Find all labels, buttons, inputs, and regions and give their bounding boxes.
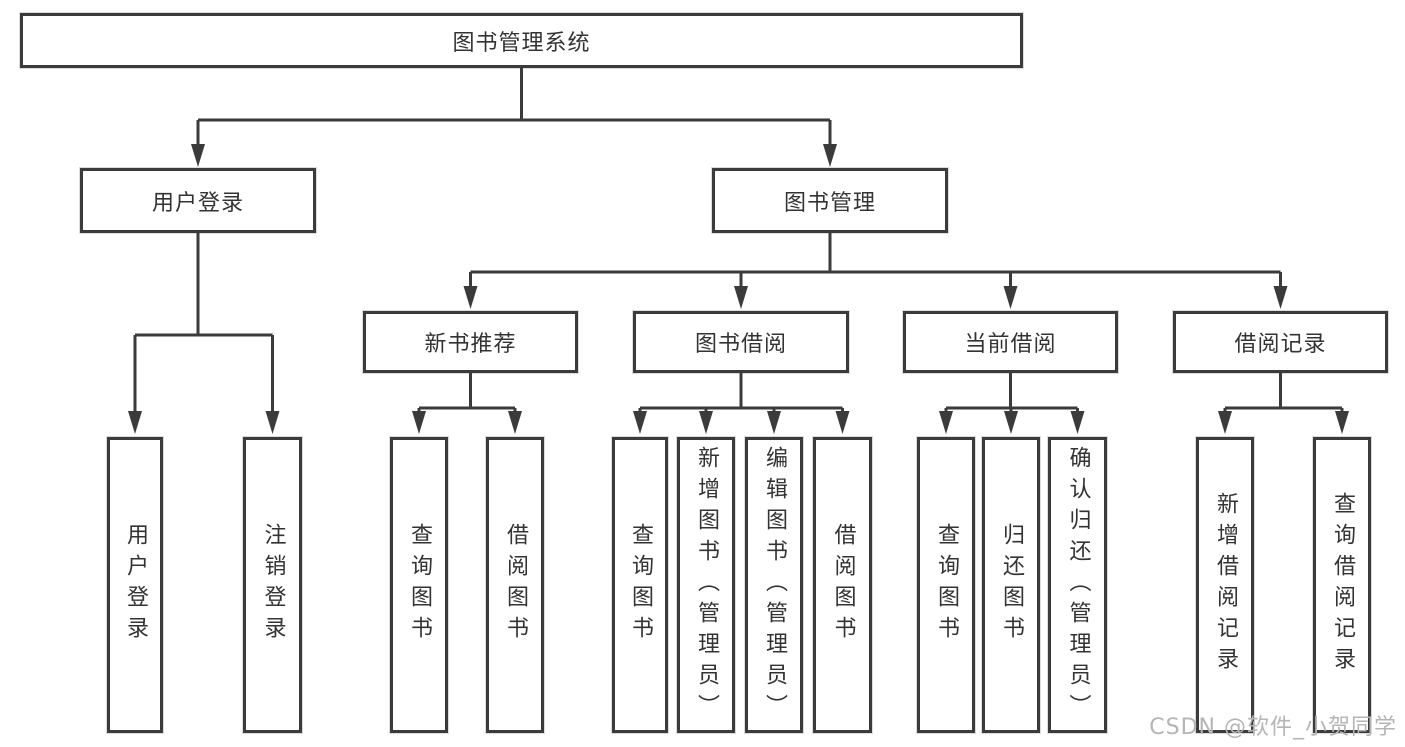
leaf-query-books-current-label: 查询图书 — [934, 523, 959, 647]
edges-new-book-recommendation — [412, 372, 522, 434]
leaf-edit-books-admin: 编辑图书（管理员） — [745, 437, 803, 733]
edges-borrowing-records — [1218, 372, 1349, 434]
node-borrowing-records: 借阅记录 — [1173, 311, 1388, 373]
leaf-query-books-borrowing: 查询图书 — [612, 437, 668, 733]
leaf-logout-label: 注销登录 — [260, 523, 286, 647]
leaf-borrow-books-recommend: 借阅图书 — [486, 437, 544, 733]
leaf-add-books-admin-label: 新增图书（管理员） — [694, 445, 719, 725]
leaf-add-books-admin: 新增图书（管理员） — [677, 437, 735, 733]
edges-user-login — [128, 233, 280, 434]
leaf-query-books-recommend-label: 查询图书 — [407, 523, 432, 647]
leaf-query-books-borrowing-label: 查询图书 — [628, 523, 653, 647]
node-user-login: 用户登录 — [80, 168, 316, 233]
leaf-return-books-label: 归还图书 — [999, 523, 1024, 647]
edges-book-borrowing — [633, 372, 850, 434]
edges-current-borrowing — [939, 372, 1085, 434]
leaf-user-login: 用户登录 — [107, 437, 163, 733]
leaf-logout: 注销登录 — [243, 437, 302, 733]
leaf-confirm-return-admin-label: 确认归还（管理员） — [1065, 445, 1091, 725]
node-book-management: 图书管理 — [712, 168, 948, 233]
node-current-borrowing: 当前借阅 — [903, 311, 1118, 373]
edges-book-management — [463, 233, 1288, 309]
leaf-add-borrow-record-label: 新增借阅记录 — [1213, 492, 1238, 678]
leaf-borrow-books-borrowing: 借阅图书 — [813, 437, 872, 733]
leaf-return-books: 归还图书 — [982, 437, 1040, 733]
leaf-add-borrow-record: 新增借阅记录 — [1196, 437, 1254, 733]
leaf-edit-books-admin-label: 编辑图书（管理员） — [762, 445, 787, 725]
leaf-query-books-current: 查询图书 — [917, 437, 975, 733]
leaf-query-borrow-record: 查询借阅记录 — [1313, 437, 1371, 733]
leaf-query-books-recommend: 查询图书 — [390, 437, 448, 733]
leaf-borrow-books-borrowing-label: 借阅图书 — [830, 523, 856, 647]
edges-root — [191, 68, 837, 167]
leaf-confirm-return-admin: 确认归还（管理员） — [1048, 437, 1107, 733]
node-book-borrowing: 图书借阅 — [633, 311, 849, 373]
node-root: 图书管理系统 — [20, 13, 1023, 68]
leaf-user-login-label: 用户登录 — [123, 523, 148, 647]
leaf-query-borrow-record-label: 查询借阅记录 — [1330, 492, 1355, 678]
node-new-book-recommendation: 新书推荐 — [363, 311, 578, 373]
leaf-borrow-books-recommend-label: 借阅图书 — [503, 523, 528, 647]
